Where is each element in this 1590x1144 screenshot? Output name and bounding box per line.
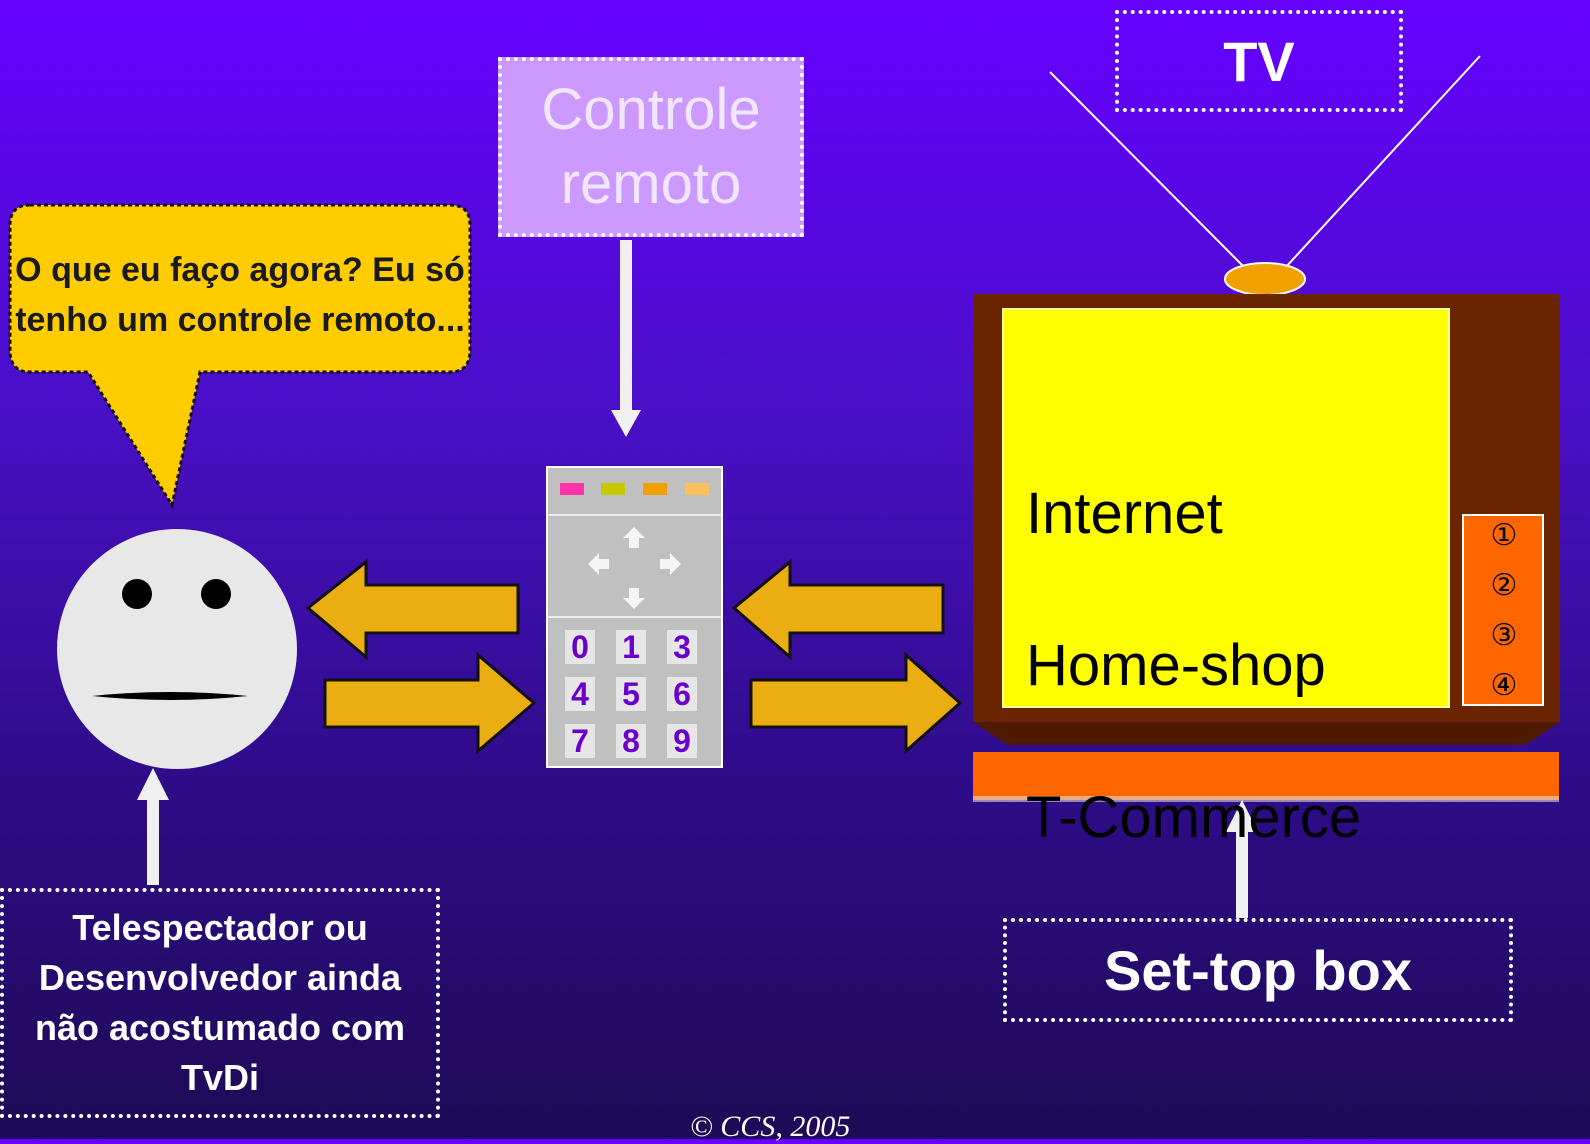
remote-label: Controle remoto — [498, 57, 804, 237]
remote-key-6: 6 — [667, 676, 697, 712]
screen-item: Home-shop — [1026, 633, 1326, 698]
remote-key-9: 9 — [667, 723, 697, 759]
copyright: © CCS, 2005 — [690, 1110, 851, 1143]
remote-color-button — [643, 483, 667, 495]
screen-item: Internet — [1026, 481, 1223, 546]
remote-key-3: 3 — [667, 629, 697, 665]
remote-key-8: 8 — [616, 723, 646, 759]
arrow-tv-to-remote — [731, 558, 945, 661]
pointer-arrows — [137, 240, 1258, 918]
viewer-label: Telespectador ou Desenvolvedor ainda não… — [0, 888, 440, 1118]
remote-color-button — [560, 483, 584, 495]
remote-color-button — [685, 483, 709, 495]
channel-2: ② — [1490, 569, 1518, 602]
settop-box — [973, 752, 1559, 800]
antenna-left — [1049, 71, 1246, 269]
right-eye — [201, 579, 231, 609]
remote-key-1: 1 — [616, 629, 646, 665]
remote-key-5: 5 — [616, 676, 646, 712]
tv-screen-text: Internet Home-shop T-Commerce — [1026, 400, 1426, 932]
remote-dpad — [588, 527, 681, 609]
speech-bubble — [8, 203, 472, 509]
speech-bubble-text: O que eu faço agora? Eu só tenho um cont… — [15, 251, 465, 339]
remote-key-0: 0 — [565, 629, 595, 665]
tv-screen — [1002, 308, 1450, 708]
viewer-face — [57, 529, 297, 769]
channel-1: ① — [1490, 519, 1518, 552]
arrow-viewer-to-remote — [323, 651, 537, 755]
mouth — [92, 692, 248, 700]
remote-color-button — [601, 483, 625, 495]
antenna-right — [1284, 55, 1481, 269]
arrow-remote-to-viewer — [305, 558, 520, 661]
remote-key-4: 4 — [565, 676, 595, 712]
tv-channel-panel — [1462, 514, 1544, 706]
settop-label: Set-top box — [1003, 918, 1513, 1022]
remote-key-7: 7 — [565, 723, 595, 759]
block-arrows — [305, 558, 963, 755]
arrow-remote-to-tv — [749, 651, 963, 755]
channel-4: ④ — [1490, 669, 1518, 702]
left-eye — [122, 579, 152, 609]
tv-label: TV — [1115, 10, 1403, 112]
channel-3: ③ — [1490, 619, 1518, 652]
tv-set — [973, 294, 1560, 745]
antenna-base — [1224, 262, 1306, 296]
screen-item: T-Commerce — [1026, 785, 1362, 850]
remote-control — [546, 466, 723, 768]
